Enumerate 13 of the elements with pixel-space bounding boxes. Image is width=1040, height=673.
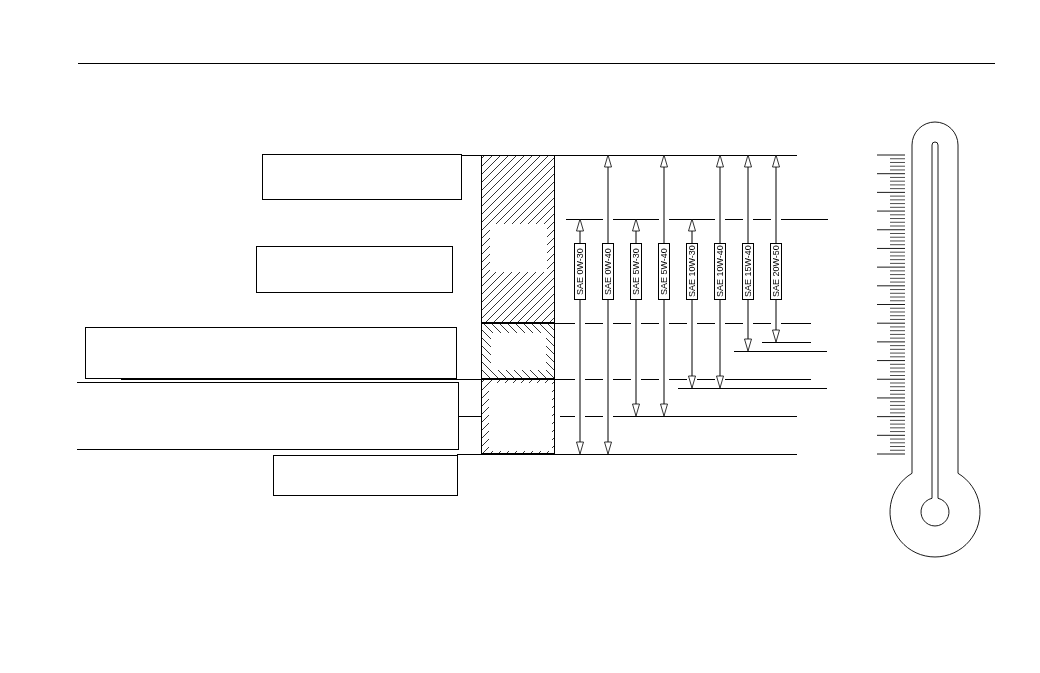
oil-grade-label: SAE 15W-40 (742, 243, 754, 300)
oil-grade-label: SAE 10W-40 (714, 243, 726, 300)
empty-label-frame (273, 455, 458, 496)
oil-grade-label: SAE 0W-30 (574, 243, 586, 300)
oil-grade-label: SAE 20W-50 (770, 243, 782, 300)
empty-label-frame (256, 246, 453, 293)
oil-grade-label: SAE 0W-40 (602, 243, 614, 300)
empty-label-frame (77, 382, 459, 450)
empty-label-frame (85, 327, 457, 379)
oil-grade-label: SAE 5W-40 (658, 243, 670, 300)
oil-grade-label: SAE 10W-30 (686, 243, 698, 300)
oil-grade-label: SAE 5W-30 (630, 243, 642, 300)
empty-label-frame (262, 154, 462, 200)
